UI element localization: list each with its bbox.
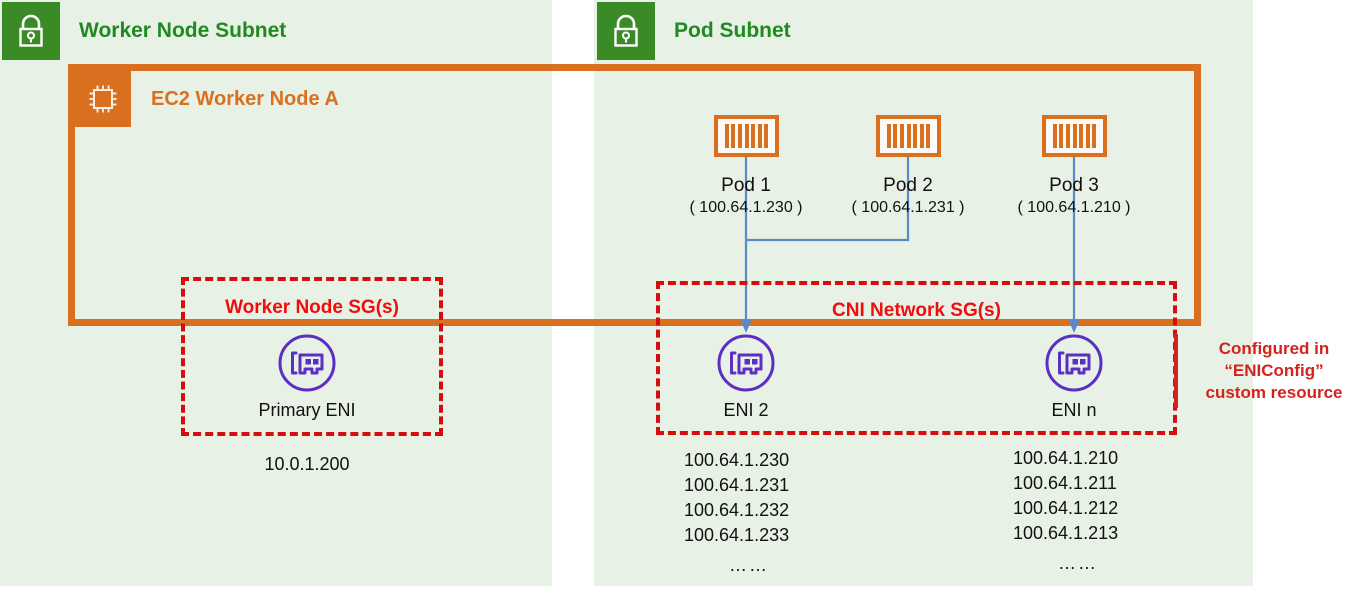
pod-2-ip: ( 100.64.1.231 )	[851, 199, 965, 216]
worker-node-subnet-title: Worker Node Subnet	[79, 19, 287, 42]
pod-icon	[876, 115, 941, 157]
ec2-chip-icon	[75, 71, 131, 127]
ec2-worker-node-container	[68, 64, 1201, 326]
eni-n-ip-list: 100.64.1.210 100.64.1.211 100.64.1.212 1…	[1013, 446, 1118, 546]
primary-eni-label: Primary ENI	[258, 400, 356, 420]
worker-node-sg-box	[181, 277, 443, 436]
annotation-line-3: custom resource	[1205, 383, 1343, 402]
pod-icon	[714, 115, 779, 157]
ip-entry: 100.64.1.212	[1013, 498, 1119, 518]
ip-entry: 100.64.1.210	[1013, 448, 1119, 468]
eni-n-ip-ellipsis: ……	[1058, 553, 1098, 573]
worker-node-sg-label: Worker Node SG(s)	[225, 297, 399, 318]
pod-2-label: Pod 2	[883, 175, 933, 196]
ec2-worker-node-title: EC2 Worker Node A	[151, 88, 339, 110]
annotation-line-2: “ENIConfig”	[1224, 361, 1324, 380]
pod-1-ip: ( 100.64.1.230 )	[689, 199, 803, 216]
ip-entry: 100.64.1.230	[684, 450, 790, 470]
annotation-line-1: Configured in	[1218, 339, 1330, 358]
ip-entry: 10.0.1.200	[264, 454, 350, 474]
pod-subnet-title: Pod Subnet	[674, 19, 791, 42]
ip-entry: 100.64.1.213	[1013, 523, 1119, 543]
pod-subnet-panel	[594, 0, 1253, 586]
eni-2-icon	[716, 333, 776, 393]
eni-n-icon	[1044, 333, 1104, 393]
eni-n-label: ENI n	[1051, 400, 1097, 420]
pod-subnet-lock-icon	[597, 2, 655, 60]
primary-eni-ip-list: 10.0.1.200	[232, 452, 382, 477]
annotation-divider	[1174, 334, 1178, 408]
ip-entry: 100.64.1.233	[684, 525, 790, 545]
worker-node-subnet-lock-icon	[2, 2, 60, 60]
pod-3-label: Pod 3	[1049, 175, 1099, 196]
ip-entry: 100.64.1.231	[684, 475, 790, 495]
primary-eni-icon	[277, 333, 337, 393]
pod-3-ip: ( 100.64.1.210 )	[1017, 199, 1131, 216]
pod-1-label: Pod 1	[721, 175, 771, 196]
pod-icon	[1042, 115, 1107, 157]
eni-2-label: ENI 2	[723, 400, 769, 420]
ip-entry: 100.64.1.211	[1013, 473, 1117, 493]
annotation-text: Configured in “ENIConfig” custom resourc…	[1186, 338, 1362, 404]
cni-network-sg-label: CNI Network SG(s)	[832, 300, 1001, 321]
ip-entry: 100.64.1.232	[684, 500, 790, 520]
eni-2-ip-ellipsis: ……	[729, 555, 769, 575]
eni-2-ip-list: 100.64.1.230 100.64.1.231 100.64.1.232 1…	[684, 448, 789, 548]
